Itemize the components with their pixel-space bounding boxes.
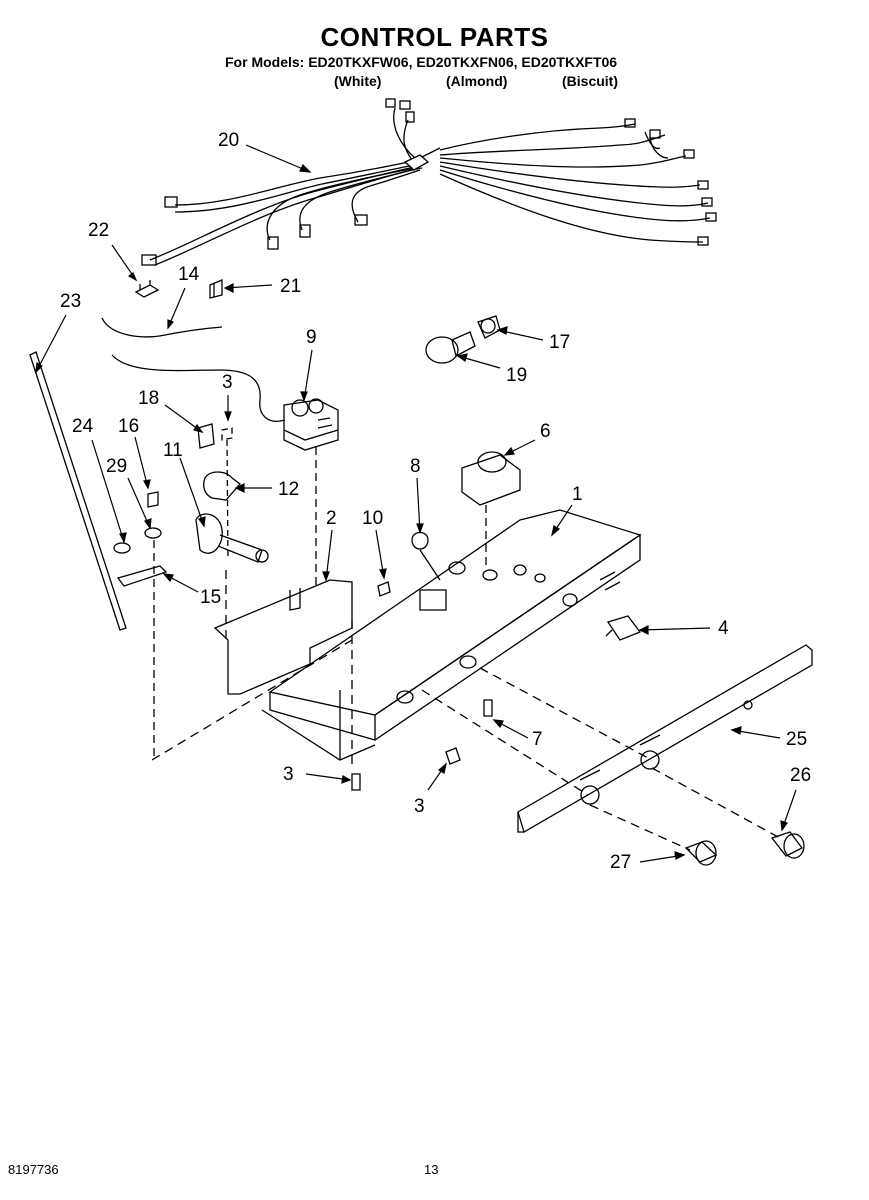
sensor-tube (111, 354, 286, 422)
callout-3b: 3 (283, 764, 294, 785)
callout-3c: 3 (414, 796, 425, 817)
knob-27 (684, 840, 718, 866)
callout-21: 21 (280, 276, 301, 297)
callout-22: 22 (88, 220, 109, 241)
clip-21 (209, 279, 223, 299)
callout-25: 25 (786, 729, 807, 750)
control-panel-25 (517, 644, 813, 833)
screw-7 (483, 699, 493, 717)
washer-screw-16-29-24 (113, 491, 168, 760)
clamp-12 (203, 471, 241, 501)
callout-11: 11 (163, 440, 183, 461)
callout-17: 17 (549, 332, 570, 353)
color-white: (White) (334, 73, 382, 89)
callout-4: 4 (718, 618, 729, 639)
clip-4 (605, 615, 642, 641)
rod-23 (29, 351, 127, 631)
thermostat-11 (195, 513, 269, 563)
page-title: CONTROL PARTS (320, 22, 549, 52)
model-list: For Models: ED20TKXFW06, ED20TKXFN06, ED… (225, 54, 618, 70)
screw-10 (377, 581, 391, 597)
callout-7: 7 (532, 729, 543, 750)
knob-26 (770, 831, 805, 859)
relay-part-9 (283, 398, 339, 590)
callout-2: 2 (326, 508, 337, 529)
assembly-lines (151, 570, 781, 851)
callout-20: 20 (218, 130, 239, 151)
callout-16: 16 (118, 416, 139, 437)
callout-1: 1 (572, 484, 583, 505)
tube-14 (101, 317, 223, 338)
bracket-2 (213, 579, 353, 695)
callout-10: 10 (362, 508, 383, 529)
screw-3b (351, 773, 361, 791)
callout-24: 24 (72, 416, 94, 437)
callout-18: 18 (138, 388, 159, 409)
callout-3: 3 (222, 372, 233, 393)
callout-23: 23 (60, 291, 81, 312)
bracket-18 (197, 423, 215, 449)
callout-6: 6 (540, 421, 551, 442)
color-biscuit: (Biscuit) (562, 73, 618, 89)
callout-15: 15 (200, 587, 221, 608)
page-number: 13 (424, 1162, 439, 1177)
screw-3c (445, 747, 461, 765)
callout-27: 27 (610, 852, 631, 873)
callout-12: 12 (278, 479, 299, 500)
leader-lines (35, 144, 797, 863)
control-housing-1 (261, 509, 642, 761)
callout-9: 9 (306, 327, 317, 348)
callout-29: 29 (106, 456, 127, 477)
callout-14: 14 (178, 264, 200, 285)
callout-8: 8 (410, 456, 421, 477)
wire-harness (141, 98, 717, 266)
document-number: 8197736 (8, 1162, 59, 1177)
screw-3a (221, 427, 233, 561)
color-almond: (Almond) (446, 73, 508, 89)
callout-19: 19 (506, 365, 527, 386)
grommet-8 (411, 531, 441, 581)
callout-26: 26 (790, 765, 811, 786)
wire-clip-22 (134, 280, 160, 298)
timer-6 (461, 451, 521, 570)
